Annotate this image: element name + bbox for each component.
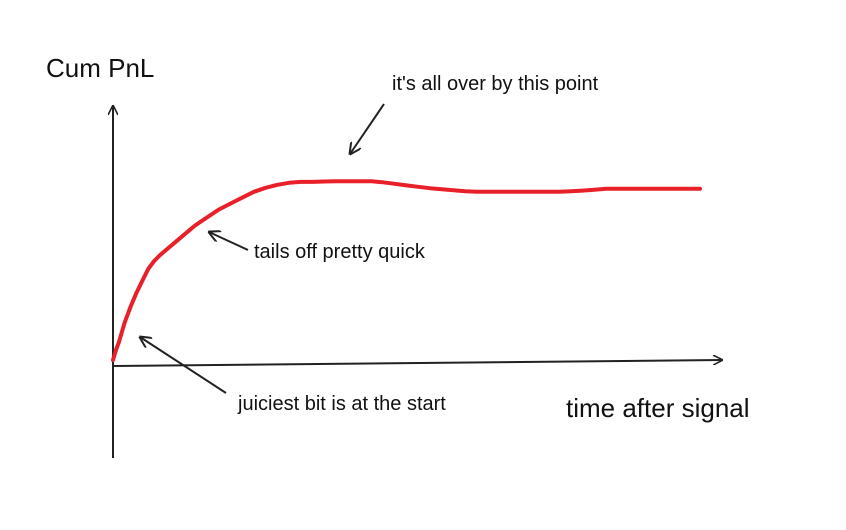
annotation-text-juiciest: juiciest bit is at the start bbox=[237, 393, 446, 415]
annotation-text-tails: tails off pretty quick bbox=[254, 241, 426, 263]
x-axis-label: time after signal bbox=[566, 393, 750, 423]
annotation-arrow-over bbox=[350, 103, 385, 154]
annotation-tails: tails off pretty quick bbox=[209, 232, 426, 263]
y-axis-label: Cum PnL bbox=[46, 53, 154, 83]
annotation-arrow-juiciest bbox=[140, 337, 227, 394]
annotation-over: it's all over by this point bbox=[350, 73, 599, 154]
series-line-cum-pnl bbox=[111, 179, 702, 363]
annotation-arrow-tails bbox=[209, 232, 249, 251]
annotation-juiciest: juiciest bit is at the start bbox=[140, 337, 446, 415]
x-axis bbox=[112, 360, 722, 367]
annotation-text-over: it's all over by this point bbox=[392, 73, 599, 95]
